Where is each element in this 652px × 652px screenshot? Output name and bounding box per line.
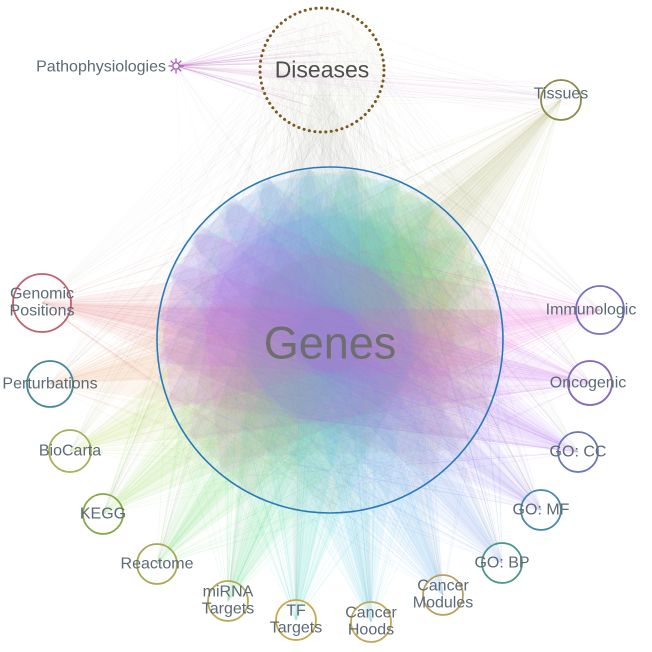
edge-fan (188, 177, 502, 563)
node-cancer-hoods[interactable] (350, 601, 392, 643)
edge-fan (160, 307, 600, 410)
node-kegg[interactable] (82, 493, 124, 535)
edge-fan (216, 168, 443, 595)
node-reactome[interactable] (136, 543, 178, 585)
edge-fan (157, 177, 472, 564)
node-pathophysiologies[interactable] (168, 58, 184, 74)
edge-fan (255, 169, 371, 622)
node-genomic-positions[interactable] (12, 273, 72, 333)
edge-fan (70, 228, 503, 451)
edge-fan (169, 196, 541, 510)
node-oncogenic[interactable] (567, 360, 613, 406)
edge-fan (224, 203, 466, 620)
nodes-layer (12, 6, 625, 643)
edge-fan (157, 168, 541, 510)
edge-fan (50, 200, 471, 442)
edge-fan (228, 181, 489, 601)
edge-fan (158, 168, 502, 564)
diseases-circle[interactable] (258, 6, 386, 134)
edge-fan (50, 263, 502, 384)
edge-fan (168, 178, 443, 596)
edge-fan (191, 200, 433, 623)
edge-fan (167, 178, 579, 452)
node-tissues[interactable] (540, 79, 582, 121)
edge-fan (157, 100, 561, 513)
node-go-bp[interactable] (481, 542, 523, 584)
node-cancer-modules[interactable] (422, 574, 464, 616)
edge-fan (158, 225, 579, 452)
node-go-cc[interactable] (557, 431, 599, 473)
node-mirna-targets[interactable] (207, 580, 249, 622)
node-biocarta[interactable] (48, 429, 92, 473)
node-tf-targets[interactable] (275, 599, 317, 641)
edge-fan (296, 169, 401, 621)
node-perturbations[interactable] (26, 360, 74, 408)
edge-fan (178, 100, 561, 495)
edge-fan (194, 232, 601, 475)
edge-fan (203, 70, 464, 458)
edge-fan (157, 168, 502, 565)
edge-fan (103, 168, 502, 514)
edge-fan (70, 179, 491, 452)
edges-layer (41, 8, 601, 623)
edge-fan (103, 198, 493, 514)
node-go-mf[interactable] (520, 489, 562, 531)
edge-fan (42, 235, 468, 477)
edge-fan (188, 199, 591, 440)
edge-fan (158, 262, 590, 383)
genes-circle[interactable] (156, 166, 504, 514)
node-immunologic[interactable] (575, 285, 625, 335)
edge-fan (228, 167, 438, 601)
